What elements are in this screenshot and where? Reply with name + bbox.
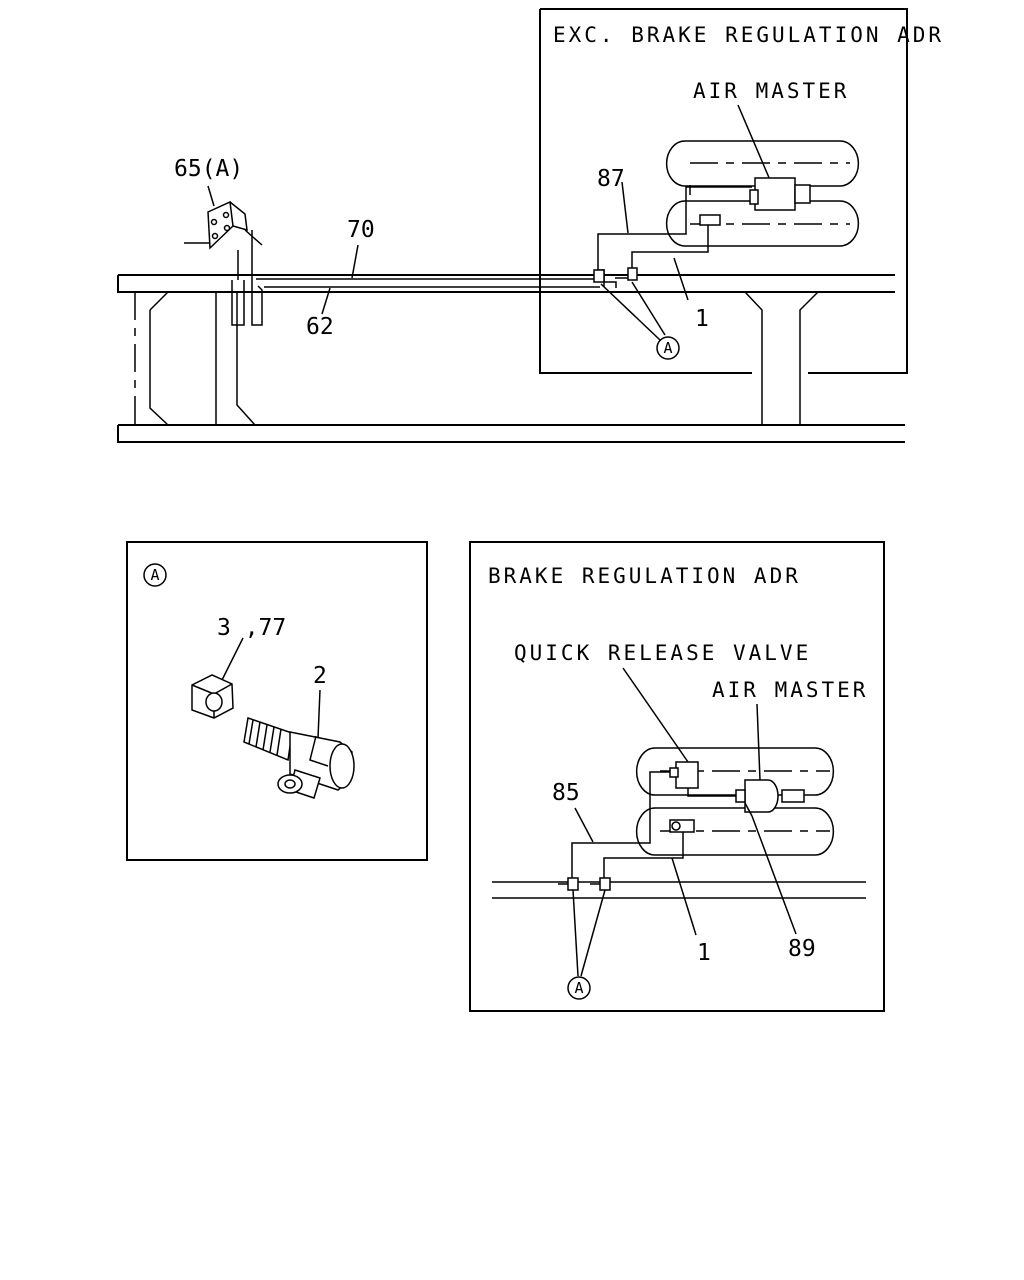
exc-box-title: EXC. BRAKE REGULATION ADR — [553, 23, 944, 47]
top-view: EXC. BRAKE REGULATION ADR AIR MASTER — [117, 8, 944, 443]
detail-a-ref-top: A — [663, 339, 672, 357]
pipes-70-62 — [256, 269, 605, 288]
callout-1-brake: 1 — [697, 940, 711, 966]
callout-85: 85 — [552, 780, 580, 806]
callout-70: 70 — [347, 217, 375, 243]
air-master-label-2: AIR MASTER — [712, 678, 868, 702]
connector-part — [243, 717, 355, 799]
callout-65a: 65(A) — [174, 156, 243, 182]
quick-release-valve-label: QUICK RELEASE VALVE — [514, 641, 811, 665]
callout-2: 2 — [313, 663, 327, 689]
detail-a-view: A 3 ,77 2 — [126, 541, 428, 861]
detail-a-box — [126, 541, 428, 861]
callout-87: 87 — [597, 166, 625, 192]
air-master-label: AIR MASTER — [693, 79, 849, 103]
detail-a-ref-brake: A — [574, 979, 583, 997]
callout-3-77: 3 ,77 — [217, 615, 286, 641]
nut-part — [191, 674, 234, 719]
bracket-65a — [184, 200, 263, 326]
callout-62: 62 — [306, 314, 334, 340]
detail-a-ref: A — [150, 566, 159, 584]
brake-regulation-view: BRAKE REGULATION ADR QUICK RELEASE VALVE… — [469, 541, 885, 1012]
callout-1-top: 1 — [695, 306, 709, 332]
detail-a-marker-brake — [567, 976, 591, 1000]
brake-box-title: BRAKE REGULATION ADR — [488, 564, 801, 588]
brake-regulation-box — [469, 541, 885, 1012]
callout-89: 89 — [788, 936, 816, 962]
detail-a-marker-top — [656, 336, 680, 360]
frame-rail — [117, 274, 905, 443]
exc-brake-regulation-box: EXC. BRAKE REGULATION ADR AIR MASTER — [539, 8, 944, 374]
detail-a-marker — [143, 563, 167, 587]
